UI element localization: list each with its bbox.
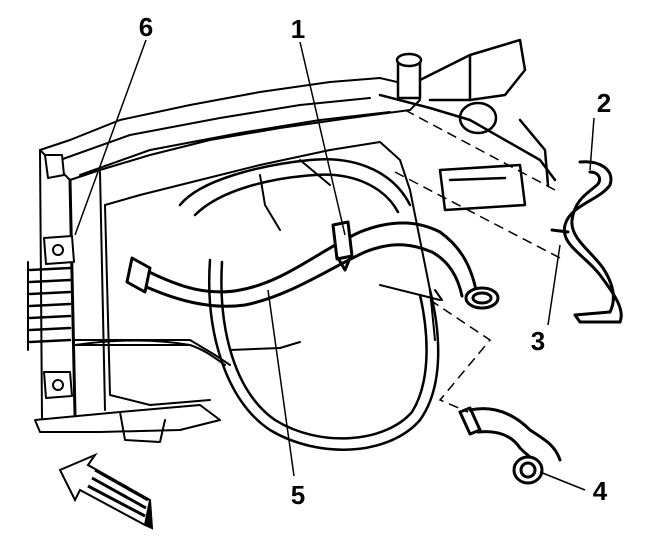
callout-3: 3 [531, 326, 545, 356]
wiring-harness [74, 284, 443, 366]
callout-2: 2 [597, 88, 611, 118]
callout-4: 4 [593, 476, 608, 506]
fan-shroud-ring [178, 158, 440, 451]
overflow-hose [550, 160, 623, 324]
leader-lines [74, 39, 595, 491]
coolant-filler-neck [378, 38, 557, 212]
upper-radiator-hose [125, 220, 500, 310]
radiator-assembly [27, 77, 436, 443]
arrow-forward-icon [58, 452, 154, 530]
callout-labels: 1 2 3 4 5 6 [139, 12, 611, 510]
callout-5: 5 [291, 480, 305, 510]
lower-radiator-hose [458, 406, 562, 485]
callout-6: 6 [139, 12, 153, 42]
callout-1: 1 [291, 14, 305, 44]
